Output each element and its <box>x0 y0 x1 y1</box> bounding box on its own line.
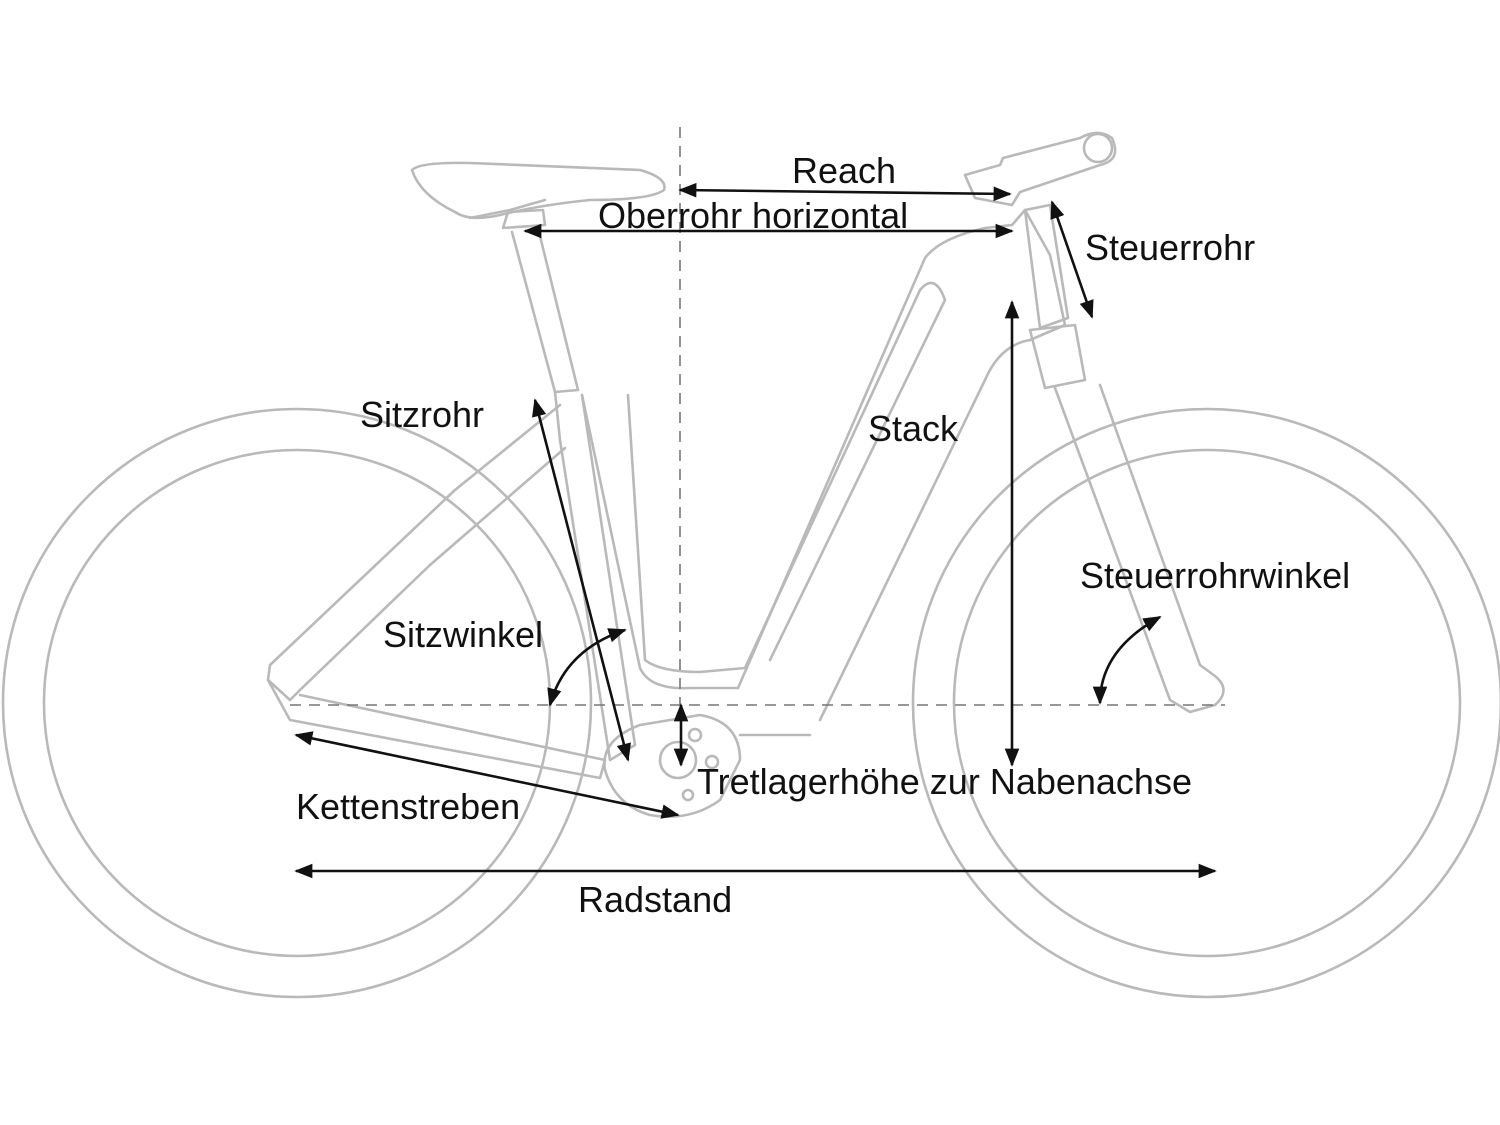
head-tube-label: Steuerrohr <box>1085 227 1256 268</box>
reach-label: Reach <box>792 150 897 191</box>
seat-tube-label: Sitzrohr <box>360 394 485 435</box>
front-wheel <box>911 407 1500 999</box>
seat-angle-arrow <box>547 628 627 707</box>
down-tube <box>580 208 1067 722</box>
bb-height-label: Tretlagerhöhe zur Nabenachse <box>697 761 1192 802</box>
stem <box>963 131 1117 207</box>
head-tube-angle-label: Steuerrohrwinkel <box>1080 555 1351 596</box>
seat-stays <box>266 403 567 702</box>
seat-angle-label: Sitzwinkel <box>383 614 544 655</box>
reach-arrow <box>678 182 1012 202</box>
head-tube-arrow <box>1050 200 1094 319</box>
head-angle-arrow <box>1092 615 1162 705</box>
rear-wheel <box>1 407 593 999</box>
wheelbase-label: Radstand <box>578 879 733 920</box>
saddle <box>410 161 666 220</box>
top-tube-horizontal-label: Oberrohr horizontal <box>598 195 909 236</box>
chainstay-arrow <box>294 731 680 819</box>
fork-crown <box>1028 323 1087 390</box>
chainstay-label: Kettenstreben <box>296 786 521 827</box>
fork <box>1053 383 1225 714</box>
handlebar <box>1082 132 1114 164</box>
seat-post <box>501 208 547 230</box>
stack-label: Stack <box>868 408 959 449</box>
